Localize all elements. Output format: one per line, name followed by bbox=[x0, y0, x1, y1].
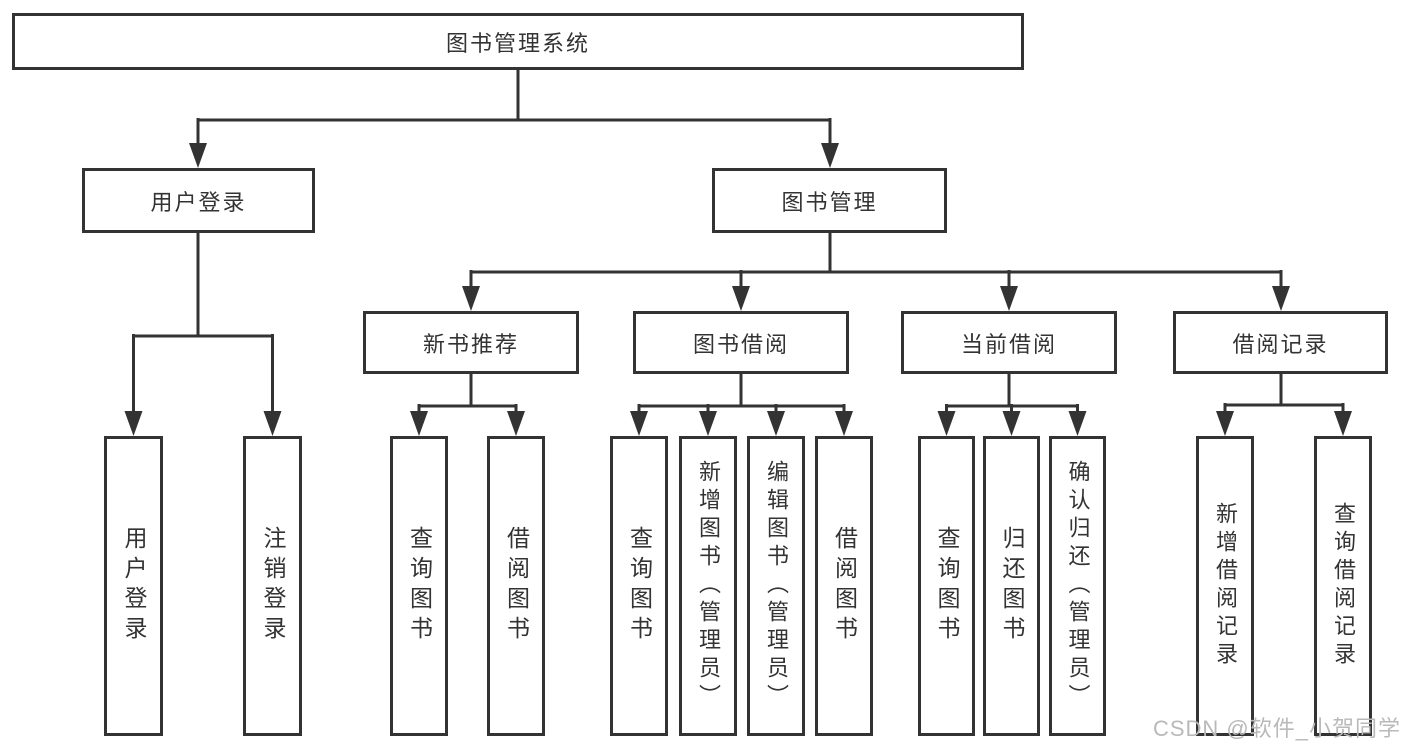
node-root-label: 图书管理系统 bbox=[445, 30, 590, 56]
node-borrow-records: 借阅记录 bbox=[1173, 311, 1388, 374]
leaf-add-books-admin-label: 新增图书（管理员） bbox=[696, 460, 721, 712]
csdn-watermark: CSDN @软件_小贺同学 bbox=[1152, 716, 1401, 741]
leaf-borrow-books: 借阅图书 bbox=[815, 436, 873, 736]
leaf-add-books-admin: 新增图书（管理员） bbox=[679, 436, 737, 736]
node-new-book-recommend-label: 新书推荐 bbox=[422, 331, 519, 357]
node-current-borrow-label: 当前借阅 bbox=[960, 331, 1057, 357]
leaf-query-borrow-record-label: 查询借阅记录 bbox=[1331, 502, 1356, 670]
node-root: 图书管理系统 bbox=[12, 13, 1024, 70]
node-current-borrow: 当前借阅 bbox=[901, 311, 1117, 374]
leaf-logout-label: 注销登录 bbox=[260, 526, 286, 646]
node-user-login-label: 用户登录 bbox=[150, 189, 247, 215]
node-book-borrow: 图书借阅 bbox=[633, 311, 849, 374]
node-book-borrow-label: 图书借阅 bbox=[692, 331, 789, 357]
leaf-confirm-return-admin: 确认归还（管理员） bbox=[1049, 436, 1106, 736]
leaf-logout: 注销登录 bbox=[243, 436, 302, 736]
leaf-user-login-label: 用户登录 bbox=[121, 526, 147, 646]
leaf-recommend-borrow-books: 借阅图书 bbox=[487, 436, 545, 736]
node-new-book-recommend: 新书推荐 bbox=[363, 311, 579, 374]
leaf-current-query-books: 查询图书 bbox=[918, 436, 975, 736]
leaf-edit-books-admin: 编辑图书（管理员） bbox=[747, 436, 805, 736]
node-borrow-records-label: 借阅记录 bbox=[1232, 331, 1329, 357]
leaf-user-login: 用户登录 bbox=[104, 436, 163, 736]
leaf-query-borrow-record: 查询借阅记录 bbox=[1314, 436, 1372, 736]
leaf-return-books: 归还图书 bbox=[983, 436, 1040, 736]
node-book-management-label: 图书管理 bbox=[781, 189, 878, 215]
arrowhead-icons bbox=[124, 143, 1352, 436]
node-user-login: 用户登录 bbox=[82, 168, 315, 233]
leaf-confirm-return-admin-label: 确认归还（管理员） bbox=[1065, 460, 1091, 712]
leaf-borrow-query-books: 查询图书 bbox=[610, 436, 668, 736]
leaf-borrow-books-label: 借阅图书 bbox=[831, 526, 858, 646]
leaf-recommend-query-books-label: 查询图书 bbox=[406, 526, 433, 646]
leaf-add-borrow-record: 新增借阅记录 bbox=[1196, 436, 1254, 736]
leaf-recommend-borrow-books-label: 借阅图书 bbox=[503, 526, 530, 646]
leaf-return-books-label: 归还图书 bbox=[999, 526, 1025, 646]
node-book-management: 图书管理 bbox=[712, 168, 947, 233]
leaf-add-borrow-record-label: 新增借阅记录 bbox=[1213, 502, 1238, 670]
leaf-edit-books-admin-label: 编辑图书（管理员） bbox=[764, 460, 789, 712]
leaf-borrow-query-books-label: 查询图书 bbox=[626, 526, 653, 646]
leaf-current-query-books-label: 查询图书 bbox=[934, 526, 960, 646]
leaf-recommend-query-books: 查询图书 bbox=[390, 436, 448, 736]
